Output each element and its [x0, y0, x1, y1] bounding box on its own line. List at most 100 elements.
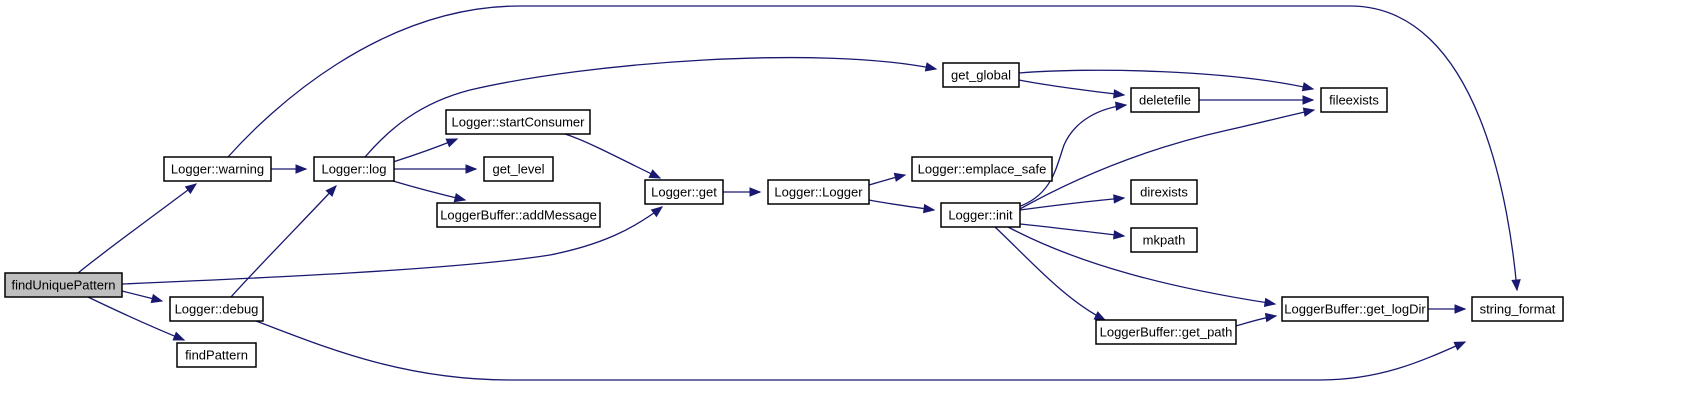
node-box[interactable]: [1281, 296, 1429, 322]
arrowhead-icon: [1454, 304, 1467, 314]
node-findUniquePattern[interactable]: findUniquePattern: [4, 272, 123, 298]
node-fileexists[interactable]: fileexists: [1320, 87, 1388, 113]
edge-log-to-addMessage: [392, 180, 467, 203]
node-box[interactable]: [644, 179, 724, 205]
edge-Logger-to-emplace_safe: [868, 172, 907, 186]
node-init[interactable]: Logger::init: [940, 202, 1021, 228]
node-label: deletefile: [1139, 93, 1191, 108]
edge-line: [1017, 109, 1315, 211]
node-addMessage[interactable]: LoggerBuffer::addMessage: [436, 202, 601, 228]
arrowhead-icon: [1113, 194, 1126, 204]
node-string_format[interactable]: string_format: [1471, 296, 1564, 322]
arrowhead-icon: [172, 331, 186, 341]
node-box[interactable]: [767, 179, 870, 205]
edge-line: [1017, 104, 1127, 208]
node-get_level[interactable]: get_level: [483, 156, 554, 182]
edge-debug-to-string_format: [255, 320, 1467, 381]
node-box[interactable]: [1130, 227, 1198, 253]
node-label: direxists: [1140, 185, 1188, 200]
arrowhead-icon: [1093, 311, 1107, 321]
node-label: Logger::get: [651, 185, 717, 200]
node-box[interactable]: [4, 272, 123, 298]
arrowhead-icon: [1113, 230, 1126, 240]
node-label: LoggerBuffer::get_path: [1100, 325, 1233, 340]
arrowhead-icon: [1511, 279, 1521, 292]
node-label: LoggerBuffer::get_logDir: [1284, 302, 1426, 317]
edge-line: [230, 185, 337, 298]
node-warning[interactable]: Logger::warning: [163, 156, 272, 182]
edge-line: [564, 133, 661, 179]
edge-init-to-deletefile: [1017, 101, 1128, 208]
edge-line: [87, 296, 185, 341]
arrowhead-icon: [893, 172, 907, 182]
edge-line: [1007, 226, 1276, 305]
arrowhead-icon: [923, 203, 936, 214]
node-mkpath[interactable]: mkpath: [1130, 227, 1198, 253]
node-box[interactable]: [1095, 319, 1237, 345]
edge-Logger-to-init: [868, 199, 936, 214]
nodes-layer: findUniquePatternLogger::warningLogger::…: [4, 62, 1564, 368]
arrowhead-icon: [325, 185, 337, 197]
edge-line: [1018, 69, 1314, 90]
node-box[interactable]: [942, 62, 1020, 88]
edge-line: [255, 320, 1466, 381]
node-debug[interactable]: Logger::debug: [169, 296, 264, 322]
edge-deletefile-to-fileexists: [1199, 95, 1315, 105]
edge-warning-to-log: [271, 164, 308, 174]
node-box[interactable]: [483, 156, 554, 182]
arrowhead-icon: [1301, 82, 1315, 92]
arrowhead-icon: [1302, 95, 1315, 105]
edge-line: [1019, 197, 1125, 211]
arrowhead-icon: [150, 293, 164, 304]
node-label: get_level: [492, 162, 544, 177]
node-get_path[interactable]: LoggerBuffer::get_path: [1095, 319, 1237, 345]
edge-startConsumer-to-get: [564, 133, 662, 179]
edge-warning-to-string_format: [227, 5, 1521, 292]
node-label: Logger::warning: [171, 162, 264, 177]
node-label: get_global: [951, 68, 1011, 83]
arrowhead-icon: [453, 192, 467, 203]
node-box[interactable]: [436, 202, 601, 228]
node-emplace_safe[interactable]: Logger::emplace_safe: [911, 156, 1053, 182]
node-get_global[interactable]: get_global: [942, 62, 1020, 88]
arrowhead-icon: [1453, 341, 1467, 351]
node-Logger[interactable]: Logger::Logger: [767, 179, 870, 205]
node-label: Logger::log: [321, 162, 386, 177]
edge-init-to-get_path: [994, 226, 1107, 321]
edge-debug-to-log: [230, 185, 337, 298]
arrowhead-icon: [295, 164, 308, 174]
node-findPattern[interactable]: findPattern: [176, 342, 257, 368]
node-box[interactable]: [1320, 87, 1388, 113]
node-label: Logger::startConsumer: [452, 115, 586, 130]
node-get[interactable]: Logger::get: [644, 179, 724, 205]
node-box[interactable]: [1471, 296, 1564, 322]
node-box[interactable]: [1130, 179, 1198, 205]
node-box[interactable]: [176, 342, 257, 368]
arrowhead-icon: [648, 169, 662, 179]
node-get_logDir[interactable]: LoggerBuffer::get_logDir: [1281, 296, 1429, 322]
edge-line: [121, 206, 663, 285]
edge-log-to-get_level: [393, 164, 478, 174]
node-box[interactable]: [1130, 87, 1200, 113]
node-box[interactable]: [911, 156, 1053, 182]
node-box[interactable]: [163, 156, 272, 182]
node-box[interactable]: [940, 202, 1021, 228]
node-startConsumer[interactable]: Logger::startConsumer: [445, 109, 591, 135]
edge-log-to-get_global: [364, 56, 938, 158]
node-box[interactable]: [169, 296, 264, 322]
node-direxists[interactable]: direxists: [1130, 179, 1198, 205]
node-log[interactable]: Logger::log: [313, 156, 395, 182]
edge-init-to-fileexists: [1017, 107, 1316, 211]
node-deletefile[interactable]: deletefile: [1130, 87, 1200, 113]
edges-layer: [77, 5, 1521, 381]
edge-line: [1018, 79, 1125, 96]
edge-line: [1019, 223, 1125, 237]
node-label: LoggerBuffer::addMessage: [440, 208, 597, 223]
node-box[interactable]: [313, 156, 395, 182]
arrowhead-icon: [184, 183, 198, 195]
node-box[interactable]: [445, 109, 591, 135]
edge-line: [77, 183, 197, 274]
edge-line: [994, 226, 1106, 321]
edge-line: [392, 180, 466, 201]
